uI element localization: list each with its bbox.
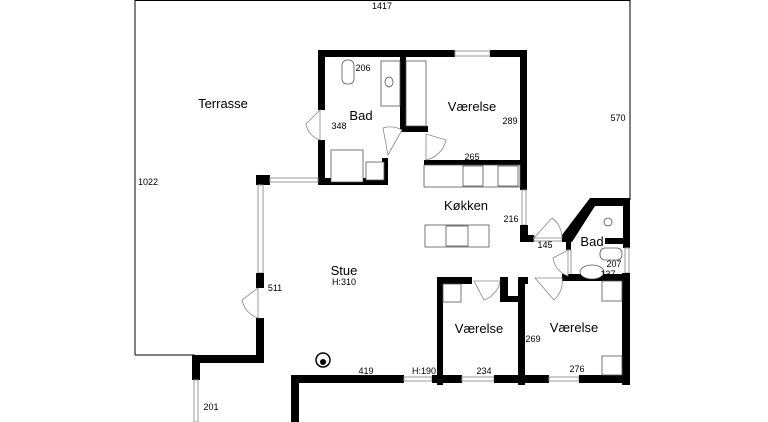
toilet-icon — [341, 59, 355, 85]
dim-bad2-a: 207 — [606, 259, 621, 269]
dim-bad-side: 348 — [331, 121, 346, 131]
closet-3 — [601, 280, 623, 302]
room-label-vaerelse-3: Værelse — [550, 320, 598, 335]
washer-icon — [365, 161, 385, 181]
door-vaerelse-2[interactable] — [473, 280, 501, 301]
room-label-stue: Stue — [331, 263, 358, 278]
room-height-stue: H:310 — [332, 277, 356, 287]
kitchen-sink-icon — [497, 165, 519, 187]
dim-bad2-b: 137 — [600, 269, 615, 279]
room-label-bad-2: Bad — [580, 234, 603, 249]
dim-window-height: H:190 — [412, 366, 436, 376]
dim-hall: 145 — [537, 240, 552, 250]
dim-right: 570 — [610, 113, 625, 123]
dim-top: 1417 — [372, 1, 392, 11]
doors[interactable] — [241, 109, 569, 319]
island-sink-icon — [445, 225, 469, 247]
dim-vaerelse-side: 289 — [502, 116, 517, 126]
shower-icon — [330, 149, 364, 183]
dim-vaerelse2-bottom: 234 — [476, 366, 491, 376]
stove-icon — [462, 165, 484, 187]
closet-2 — [442, 283, 462, 303]
door-terrasse[interactable] — [241, 287, 259, 319]
door-bad-1[interactable] — [305, 109, 321, 141]
door-bad-2[interactable] — [552, 249, 569, 277]
dim-left: 1022 — [138, 177, 158, 187]
dim-stue-side: 511 — [268, 283, 282, 293]
door-vaerelse-3[interactable] — [534, 277, 563, 301]
door-vaerelse-1[interactable] — [425, 133, 447, 161]
room-label-terrasse: Terrasse — [198, 96, 248, 111]
room-label-vaerelse-2: Værelse — [455, 321, 503, 336]
dim-bottom-stue: 419 — [358, 366, 373, 376]
dim-lower-left: 201 — [203, 402, 218, 412]
door-bad-1-inner[interactable] — [382, 126, 403, 157]
room-label-bad: Bad — [349, 108, 372, 123]
room-label-kokken: Køkken — [444, 198, 488, 213]
dim-vaerelse3-side: 269 — [525, 334, 540, 344]
dim-bad-toilet: 206 — [355, 63, 370, 73]
toilet-2-icon — [599, 247, 623, 261]
door-hall[interactable] — [533, 217, 563, 239]
terrace-outline — [134, 0, 631, 356]
dim-kokken-side: 216 — [503, 214, 518, 224]
closet-icon — [405, 60, 427, 127]
room-label-vaerelse: Værelse — [448, 99, 496, 114]
fixtures — [315, 59, 623, 376]
sink-2-icon — [579, 264, 605, 280]
dim-vaerelse-bottom: 265 — [464, 152, 479, 162]
bath-fixture-icon — [603, 217, 613, 227]
dim-vaerelse3-bottom: 276 — [569, 364, 584, 374]
closet-4 — [601, 355, 623, 376]
